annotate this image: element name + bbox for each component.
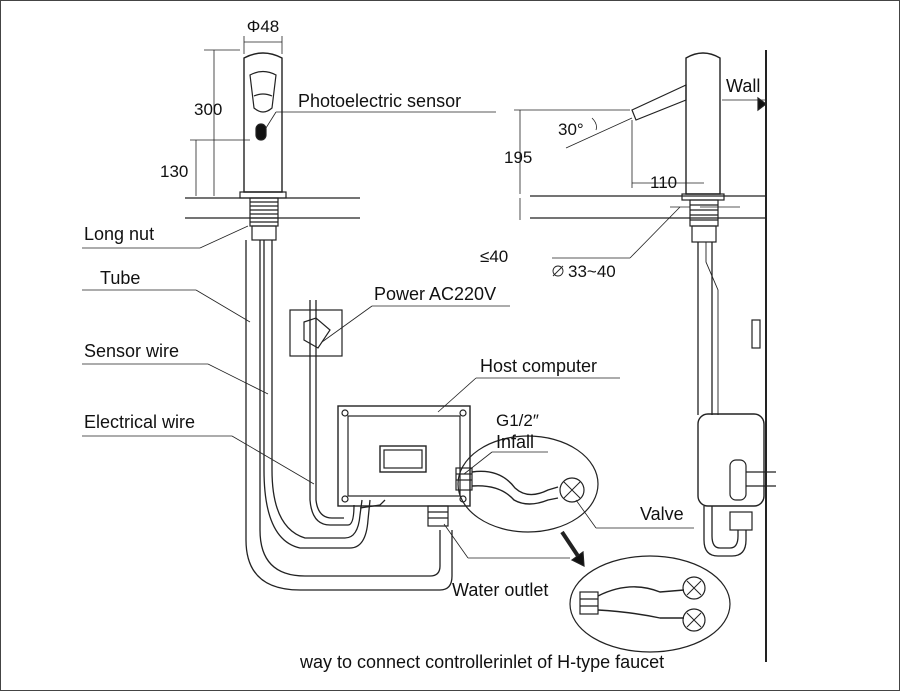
height-side-label: 195 [504,148,532,167]
diameter-label: Φ48 [247,17,279,36]
water-outlet-detail [569,555,731,653]
wall [757,50,767,662]
infall-valve-detail [455,435,599,533]
sensor-wire-label: Sensor wire [84,341,179,361]
power-socket [289,309,343,357]
thread-label: G1/2″ [496,411,539,430]
caption: way to connect controllerinlet of H-type… [299,652,664,672]
leader-lines [82,99,766,559]
wall-label: Wall [726,76,760,96]
tube-label: Tube [100,268,140,288]
photoelectric-sensor-label: Photoelectric sensor [298,91,461,111]
left-faucet [239,52,287,241]
infall-label: Infall [496,432,534,452]
electrical-wire-label: Electrical wire [84,412,195,432]
power-label: Power AC220V [374,284,496,304]
left-hoses [245,240,453,591]
down-arrow-icon [560,530,585,568]
valve-label: Valve [640,504,684,524]
right-faucet [631,52,776,557]
host-computer [337,405,471,527]
water-outlet-label: Water outlet [452,580,548,600]
height-total-label: 300 [194,100,222,119]
hole-diameter-label: 33~40 [568,262,616,281]
angle-label: 30° [558,120,584,139]
thickness-label: ≤40 [480,247,508,266]
sensor-eye-icon [255,123,267,141]
height-sensor-label: 130 [160,162,188,181]
hole-diameter-icon [552,265,564,277]
host-computer-label: Host computer [480,356,597,376]
dimension-lines [190,36,740,259]
reach-label: 110 [650,173,677,192]
long-nut-label: Long nut [84,224,154,244]
